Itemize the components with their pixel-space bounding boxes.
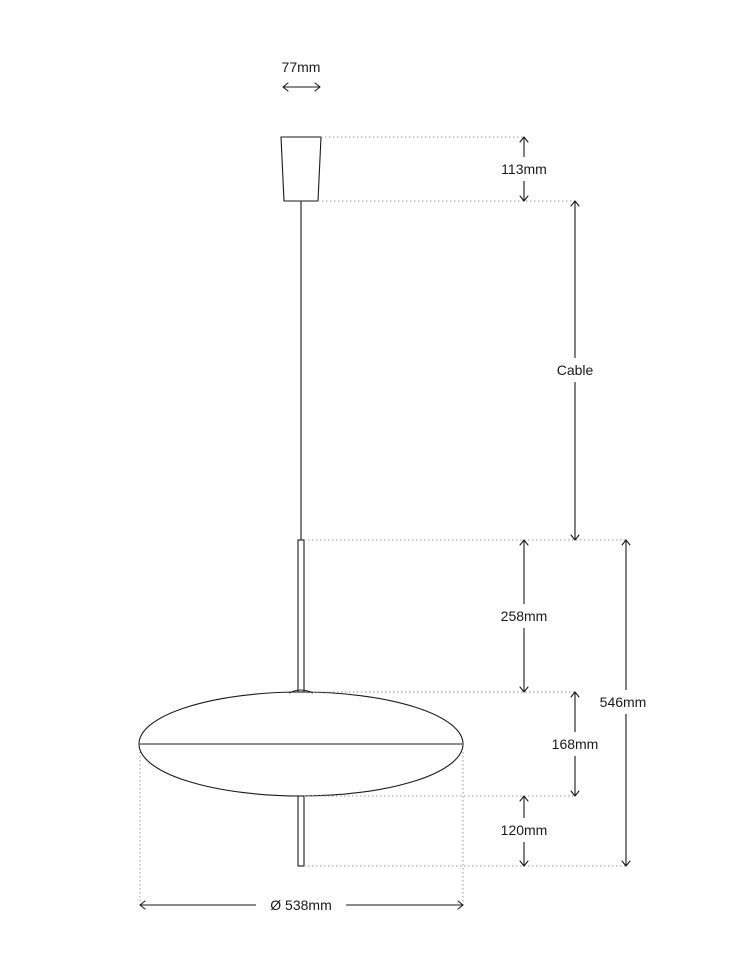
label-canopy-width: 77mm [282,59,321,75]
arrow-left-icon [139,900,146,910]
arrow-up-icon [621,539,631,546]
label-diameter: Ø 538mm [270,897,331,913]
arrow-up-icon [519,795,529,802]
arrow-up-icon [519,136,529,143]
arrow-down-icon [621,860,631,867]
upper-stem [297,539,305,693]
arrow-down-icon [570,790,580,797]
arrow-down-icon [519,686,529,693]
ceiling-canopy [280,136,322,202]
arrow-right-icon [457,900,464,910]
arrow-down-icon [570,534,580,541]
label-shade-height: 168mm [552,736,599,752]
arrow-up-icon [570,200,580,207]
label-total-height: 546mm [600,694,647,710]
arrow-down-icon [519,860,529,867]
arrow-up-icon [570,691,580,698]
guide-lines [139,136,626,905]
arrow-right-icon [314,82,321,92]
label-lower-stem: 120mm [501,822,548,838]
label-cable: Cable [557,362,594,378]
arrow-left-icon [282,82,289,92]
label-canopy-height: 113mm [501,161,547,177]
lamp-drawing [138,136,464,867]
lower-stem [297,795,305,867]
dimension-labels: 77mm 113mm Cable 258mm 546mm 168mm 120mm… [270,59,646,913]
dimension-lines [139,82,631,910]
label-upper-stem: 258mm [501,608,548,624]
arrow-up-icon [519,539,529,546]
arrow-down-icon [519,195,529,202]
